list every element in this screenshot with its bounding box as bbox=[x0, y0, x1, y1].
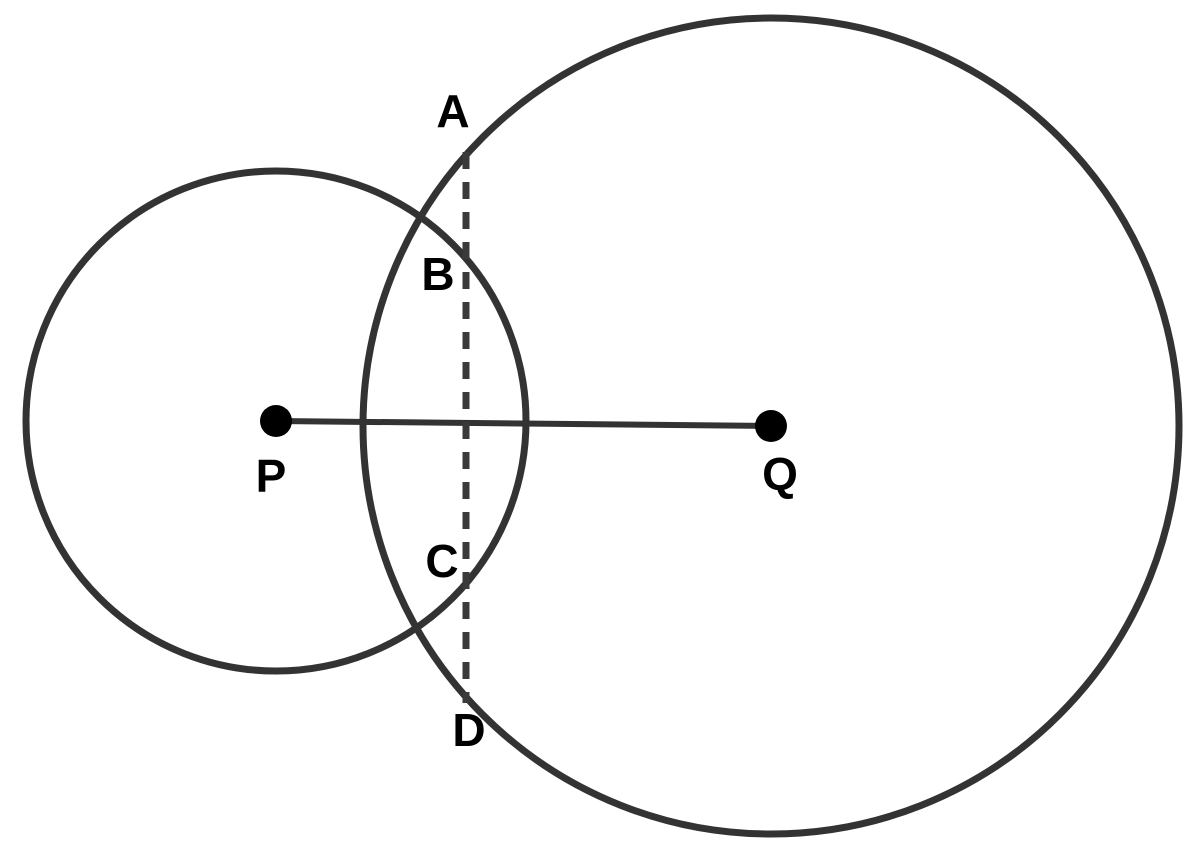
label-c: C bbox=[425, 535, 458, 587]
point-p-dot bbox=[260, 405, 292, 437]
segment-pq bbox=[275, 418, 772, 429]
label-d: D bbox=[452, 704, 485, 756]
circle-q bbox=[359, 14, 1183, 838]
label-p: P bbox=[256, 450, 287, 502]
label-q: Q bbox=[762, 448, 798, 500]
point-q-dot bbox=[755, 410, 787, 442]
label-a: A bbox=[436, 85, 469, 137]
label-b: B bbox=[421, 248, 454, 300]
